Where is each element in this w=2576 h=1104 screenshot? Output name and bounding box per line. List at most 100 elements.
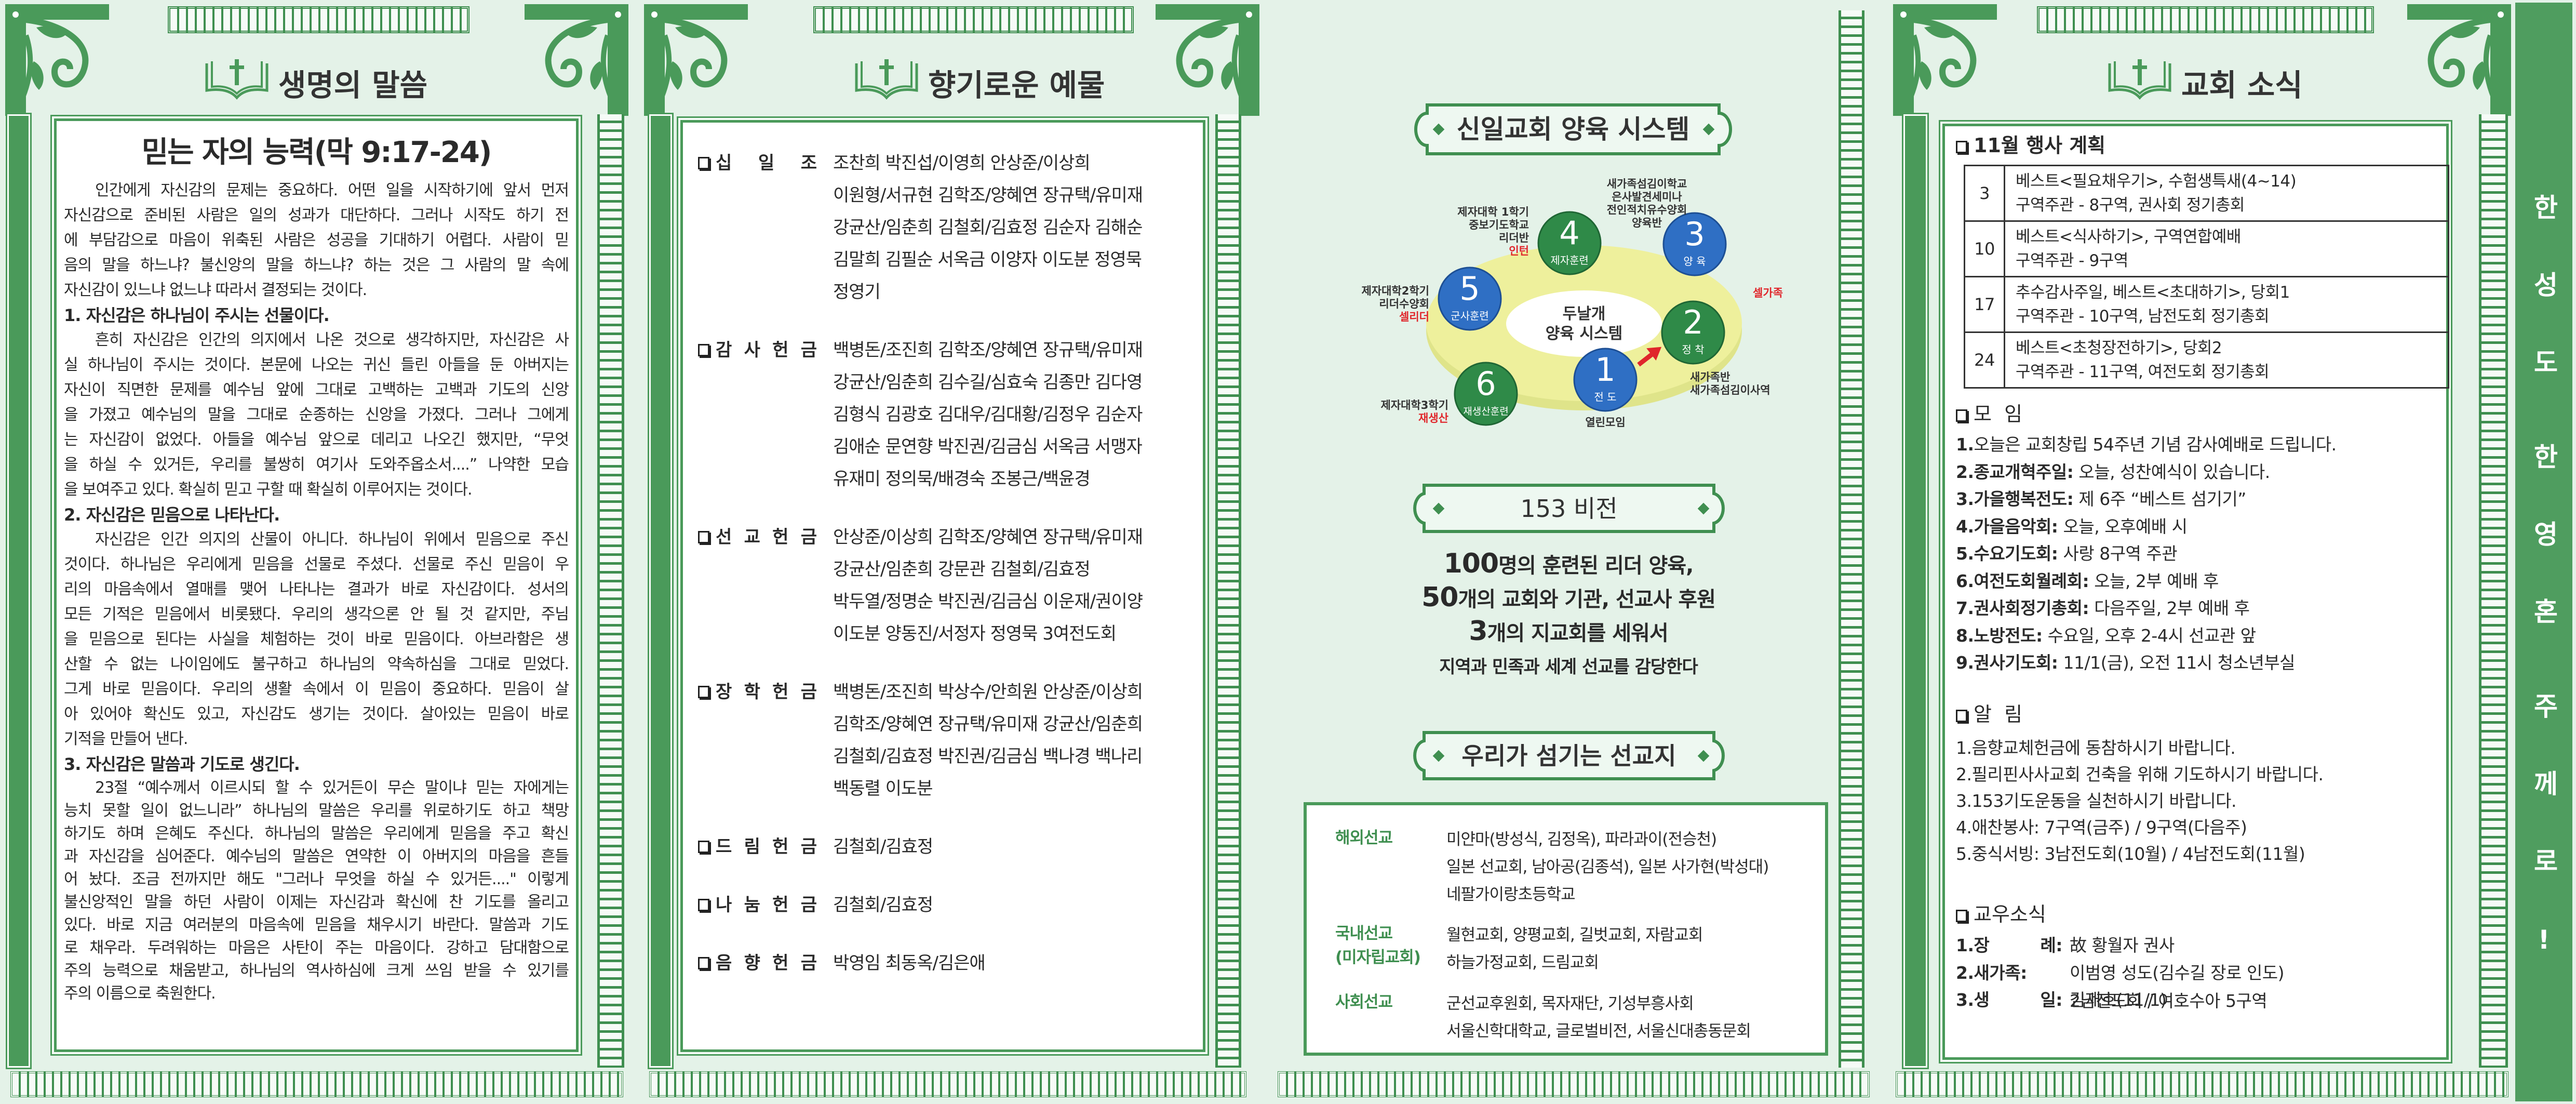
step-number: 4 bbox=[1559, 214, 1579, 252]
meeting-text: 다음주일, 2부 예배 후 bbox=[2089, 598, 2250, 618]
offering-label: 감 사 헌 금 bbox=[698, 334, 817, 366]
sermon-line: 을 믿음으로 된다는 사실을 체험하는 것이 바로 믿음이다. 아브라함은 생 bbox=[64, 630, 569, 648]
meeting-item: 8.노방전도: 수요일, 오후 2-4시 선교관 앞 bbox=[1956, 622, 2337, 650]
vision-line: 100명의 훈련된 리더 양육, bbox=[1413, 548, 1724, 581]
sermon-section: 1. 자신감은 하나님이 주시는 선물이다.흔히 자신감은 인간의 의지에서 나… bbox=[64, 303, 569, 502]
bottom-ornament-bar bbox=[1896, 1071, 2508, 1097]
sermon-line: 23절 “예수께서 이르시되 할 수 있거든이 무슨 말이냐 믿는 자에게는 bbox=[95, 779, 569, 797]
square-bullet-icon bbox=[698, 157, 709, 169]
panel-header-title: 생명의 말씀 bbox=[278, 68, 427, 103]
center-label: 두날개 bbox=[1563, 305, 1606, 323]
notices-list: 1.음향교체헌금에 동참하시기 바랍니다.2.필리핀사사교회 건축을 위해 기도… bbox=[1956, 735, 2324, 867]
note: 새가족섬김이사역 bbox=[1690, 384, 1770, 396]
offering-name-line: 이도분 양동진/서정자 정영묵 3여전도회 bbox=[833, 623, 1117, 644]
sermon-line: 을 하실 수 있거든, 우리를 불쌍히 여기사 도와주옵소서....” 나약한 … bbox=[64, 456, 569, 474]
offering-name-line: 김철회/김효정 박진권/김금심 백나경 백나리 bbox=[833, 746, 1143, 767]
section-heading: 1. 자신감은 하나님이 주시는 선물이다. bbox=[64, 305, 330, 325]
sermon-line: 것이다. 하나님은 우리에게 믿음을 선물로 주셨다. 선물로 주신 믿음이 우 bbox=[64, 555, 569, 574]
step-name: 전 도 bbox=[1594, 391, 1616, 403]
sermon-line: 리의 마음속에서 열매를 맺어 나타나는 결과가 바로 자신감이다. 성서의 bbox=[64, 580, 569, 598]
meeting-label: 7.권사회정기총회: bbox=[1956, 598, 2089, 618]
meeting-text: 오늘은 교회창립 54주년 기념 감사예배로 드립니다. bbox=[1974, 434, 2337, 455]
mission-targets: 미얀마(방성식, 김정옥), 파라과이(전승천) 일본 선교회, 남아공(김종석)… bbox=[1446, 826, 1841, 909]
mission-target-line: 일본 선교회, 남아공(김종석), 일본 사가현(박성대) bbox=[1446, 858, 1769, 876]
sermon-line: 자신감으로 준비된 사람은 일의 성과가 대단하다. 그러나 시작도 하기 전 bbox=[64, 206, 569, 224]
diamond-icon bbox=[1697, 502, 1710, 515]
member-news-item: 3.생 일:김재호(11/1) bbox=[1956, 986, 2284, 1014]
offering-name-line: 강균산/임춘희 김수길/심효숙 김종만 김다영 bbox=[833, 372, 1143, 393]
event-line: 구역주관 - 11구역, 여전도회 정기총회 bbox=[2016, 363, 2270, 381]
vision-text: 명의 훈련된 리더 양육, bbox=[1498, 554, 1694, 578]
offering-name-line: 김철회/김효정 bbox=[833, 836, 933, 857]
corner-ornament-icon bbox=[644, 4, 748, 116]
step-number: 1 bbox=[1595, 351, 1615, 389]
side-column-ornament bbox=[597, 114, 624, 1068]
member-news-item: 2.새가족:이범영 성도(김수길 장로 인도)2남전도회 / 여호수아 5구역 bbox=[1956, 959, 2285, 1011]
sermon-line: 불신앙적인 말을 하던 사람이 이제는 자신감과 확신에 찬 기도를 올리고 bbox=[64, 893, 569, 911]
vision-text: 개의 지교회를 세워서 bbox=[1487, 621, 1669, 645]
mission-target-line: 네팔가이랑초등학교 bbox=[1446, 885, 1576, 904]
side-column-ornament bbox=[2479, 114, 2508, 1068]
section-heading: 2. 자신감은 믿음으로 나타난다. bbox=[64, 505, 280, 525]
sermon-line: 음의 말을 하느냐? 불신앙의 말을 하느냐? 하는 것은 그 사람의 말 속에 bbox=[64, 256, 569, 274]
vision-number: 50 bbox=[1421, 582, 1458, 613]
offering-label: 장 학 헌 금 bbox=[698, 676, 817, 708]
mission-target-line: 미얀마(방성식, 김정옥), 파라과이(전승천) bbox=[1446, 830, 1717, 849]
event-line: 추수감사주일, 베스트<초대하기>, 당회1 bbox=[2016, 283, 2290, 302]
note: 중보기도학교 bbox=[1469, 219, 1529, 231]
sermon-line: 자신감이 있느냐 없느냐 따라서 결정되는 것이다. bbox=[64, 281, 367, 299]
note: 제자대학 1학기 bbox=[1457, 206, 1529, 218]
offering-name-line: 강균산/임춘희 김철회/김효정 김순자 김해순 bbox=[833, 217, 1143, 238]
note: 은사발견세미나 bbox=[1612, 191, 1682, 203]
notice-item: 5.중식서빙: 3남전도회(10월) / 4남전도회(11월) bbox=[1956, 844, 2305, 864]
vision-number: 100 bbox=[1443, 548, 1499, 579]
panel-header: 향기로운 예물 bbox=[854, 58, 1105, 107]
offering-names: 김철회/김효정 bbox=[833, 831, 1197, 863]
step-number: 6 bbox=[1475, 365, 1496, 403]
step-2: 2정 착 bbox=[1661, 300, 1725, 365]
sermon-line: 과 자신감을 심어준다. 예수님의 말씀은 연약한 이 아버지의 마음을 흔들 bbox=[64, 847, 569, 866]
meeting-item: 7.권사회정기총회: 다음주일, 2부 예배 후 bbox=[1956, 595, 2337, 622]
offering-label: 십 일 조 bbox=[698, 147, 817, 179]
offering-name-line: 김애순 문연향 박진권/김금심 서옥금 서맹자 bbox=[833, 436, 1143, 457]
sermon-line: 능치 못할 일이 없느니라” 하나님의 말씀은 우리를 위로하기도 하고 책망 bbox=[64, 802, 569, 820]
meeting-label: 4.가을음악회: bbox=[1956, 516, 2058, 537]
sermon-section: 3. 자신감은 말씀과 기도로 생긴다.23절 “예수께서 이르시되 할 수 있… bbox=[64, 752, 569, 1005]
mission-category: (미자립교회) bbox=[1335, 948, 1421, 967]
member-news-values: 故 황월자 권사 bbox=[2070, 932, 2175, 960]
meeting-text: 사랑 8구역 주관 bbox=[2058, 543, 2178, 564]
note-red: 인턴 bbox=[1509, 245, 1529, 257]
vision-text: 지역과 민족과 세계 선교를 감당한다 bbox=[1439, 657, 1698, 677]
mission-category: 사회선교 bbox=[1335, 993, 1393, 1012]
mission-target-line: 군선교후원회, 목자재단, 기성부흥사회 bbox=[1446, 994, 1694, 1013]
corner-ornament-icon bbox=[2407, 4, 2511, 116]
square-bullet-icon bbox=[1956, 140, 1967, 153]
vision-line: 3개의 지교회를 세워서 bbox=[1413, 616, 1724, 649]
offering-label-text: 장 학 헌 금 bbox=[716, 682, 817, 702]
panel-header-title: 향기로운 예물 bbox=[928, 68, 1105, 103]
title-frame bbox=[1413, 484, 1725, 533]
diamond-icon bbox=[1432, 750, 1445, 762]
sermon-line: 그게 바로 믿음이다. 우리의 생활 속에서 이 믿음이 중요하다. 믿음이 살 bbox=[64, 680, 569, 698]
square-bullet-icon bbox=[698, 531, 709, 543]
top-ornament-bar bbox=[168, 6, 469, 33]
mission-category: 해외선교 bbox=[1335, 829, 1393, 847]
sermon-line: 주의 능력으로 채움받고, 하나님의 역사하심에 크게 쓰임 받을 수 있기를 bbox=[64, 962, 569, 980]
notices-title: 알 림 bbox=[1974, 703, 2023, 726]
arrow-head-icon bbox=[1646, 347, 1662, 361]
offering-name-line: 정영기 bbox=[833, 282, 881, 302]
offering-label: 음 향 헌 금 bbox=[698, 947, 817, 979]
offering-label-text: 감 사 헌 금 bbox=[716, 340, 817, 361]
square-bullet-icon bbox=[698, 686, 709, 698]
note: 양육반 bbox=[1632, 217, 1662, 229]
meetings-title: 모 임 bbox=[1974, 403, 2023, 425]
